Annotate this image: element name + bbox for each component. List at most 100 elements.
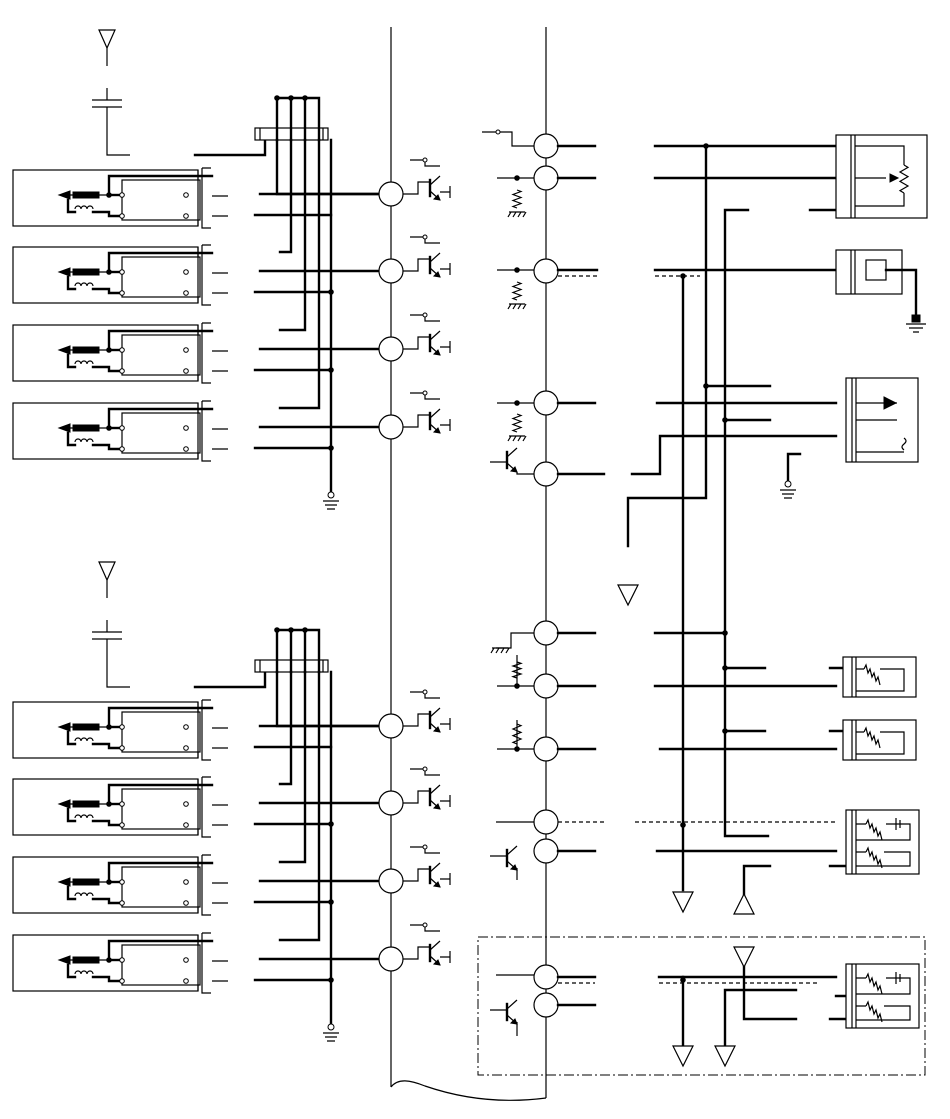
- transistor-switch-icon: [410, 844, 451, 888]
- vert-744: [742, 864, 772, 896]
- junction-dot: [680, 822, 686, 828]
- coil-lead-top: [107, 407, 214, 430]
- switch-lead: [403, 336, 430, 350]
- chassis-ground-icon: [507, 303, 527, 310]
- junction-dot: [106, 192, 112, 198]
- right-output-wiring: [556, 143, 854, 1021]
- transistor-icon: [428, 784, 441, 810]
- coil-lead-top: [107, 174, 214, 197]
- coil-icon: [74, 892, 94, 897]
- ground-terminal: [327, 1023, 335, 1031]
- connector-circle: [533, 838, 559, 864]
- heater-leads-1: [856, 977, 911, 995]
- coil-icon: [74, 360, 94, 365]
- ground-lead-454: [786, 452, 802, 484]
- junction-dot: [302, 627, 308, 633]
- zigzag: [511, 189, 523, 209]
- down-arrow-icon: [617, 584, 639, 607]
- transistor-switch-icon: [410, 390, 451, 434]
- connector-circle: [533, 964, 559, 990]
- terminal: [183, 347, 189, 353]
- transistor-icon: [428, 940, 441, 966]
- junction-dot: [106, 879, 112, 885]
- terminal: [119, 978, 125, 984]
- relay-bracket: [197, 167, 211, 229]
- zigzag: [511, 661, 523, 679]
- connector-circle: [378, 790, 404, 816]
- switch-terminal: [422, 312, 428, 318]
- coil-lead-left: [66, 275, 77, 291]
- coil-lead-bottom: [91, 742, 124, 750]
- heater-leads-2: [856, 1005, 911, 1021]
- junction-dot: [514, 746, 520, 752]
- resistor-icon: [511, 189, 523, 209]
- stubs-lower: [828, 666, 854, 1021]
- component-leads: [856, 668, 905, 692]
- component-bracket: [850, 135, 856, 218]
- coil-lead-bottom: [91, 975, 124, 983]
- coil-icon: [74, 814, 94, 819]
- bus-connector-ends: [259, 660, 324, 672]
- terminal: [119, 879, 125, 885]
- transistor-switch-icon: [410, 766, 451, 810]
- relay-bracket: [197, 244, 211, 306]
- thermistor: [842, 656, 917, 698]
- sub-assembly-frame: [477, 936, 926, 1076]
- variable-resistor: [835, 134, 928, 219]
- terminal: [183, 745, 189, 751]
- emitter-arrow: [432, 881, 441, 888]
- relay-unit: [12, 854, 228, 916]
- ground-terminal: [327, 491, 335, 499]
- component-leads: [855, 145, 905, 207]
- pin-stubs: [212, 428, 228, 450]
- relay-body: [121, 179, 201, 221]
- junction-dot: [328, 367, 334, 373]
- junction-dot: [328, 977, 334, 983]
- capacitor-plates: [92, 88, 130, 156]
- coil-lead-top: [107, 706, 214, 729]
- fuse-box: [835, 249, 926, 333]
- emitter-arrow: [509, 466, 518, 473]
- junction-dot: [722, 630, 728, 636]
- terminal: [183, 957, 189, 963]
- frame-vert-744: [742, 965, 798, 1021]
- coil-lead-bottom: [91, 210, 124, 218]
- coil-lead-top: [107, 783, 214, 806]
- connector-circle: [378, 946, 404, 972]
- ground-terminal: [911, 314, 921, 323]
- junction-dot: [514, 267, 520, 273]
- terminal: [183, 192, 189, 198]
- feed-to-bus: [193, 670, 267, 689]
- switch-terminal: [422, 922, 428, 928]
- chassis-ground-icon: [507, 435, 527, 442]
- ground-bars: [323, 500, 339, 510]
- ground-bars: [323, 1032, 339, 1042]
- pin-stubs: [212, 960, 228, 982]
- vert-706: [626, 144, 708, 548]
- relay-unit: [12, 167, 228, 229]
- bus-wire-2: [278, 670, 307, 864]
- switch-tail: [440, 419, 451, 431]
- ground-icon: [323, 1023, 339, 1042]
- terminal: [119, 290, 125, 296]
- terminal: [119, 900, 125, 906]
- terminal: [119, 213, 125, 219]
- junction-dot: [274, 95, 280, 101]
- connector-circle: [533, 133, 559, 159]
- bus-wire-3: [278, 138, 321, 410]
- heater-leads-1: [856, 823, 911, 841]
- connector-circle: [533, 992, 559, 1018]
- pin-stubs: [212, 350, 228, 372]
- bus-connector: [254, 627, 329, 674]
- component-leads: [856, 731, 905, 755]
- terminal: [183, 290, 189, 296]
- solenoid-core: [72, 956, 100, 964]
- terminal: [183, 822, 189, 828]
- zigzag: [511, 413, 523, 433]
- junction-dot: [514, 683, 520, 689]
- relay-unit: [12, 244, 228, 306]
- transistor-switch-icon: [410, 689, 451, 733]
- solenoid-core: [72, 191, 100, 199]
- chassis-ground-icon: [490, 647, 510, 654]
- emitter-arrow: [432, 726, 441, 733]
